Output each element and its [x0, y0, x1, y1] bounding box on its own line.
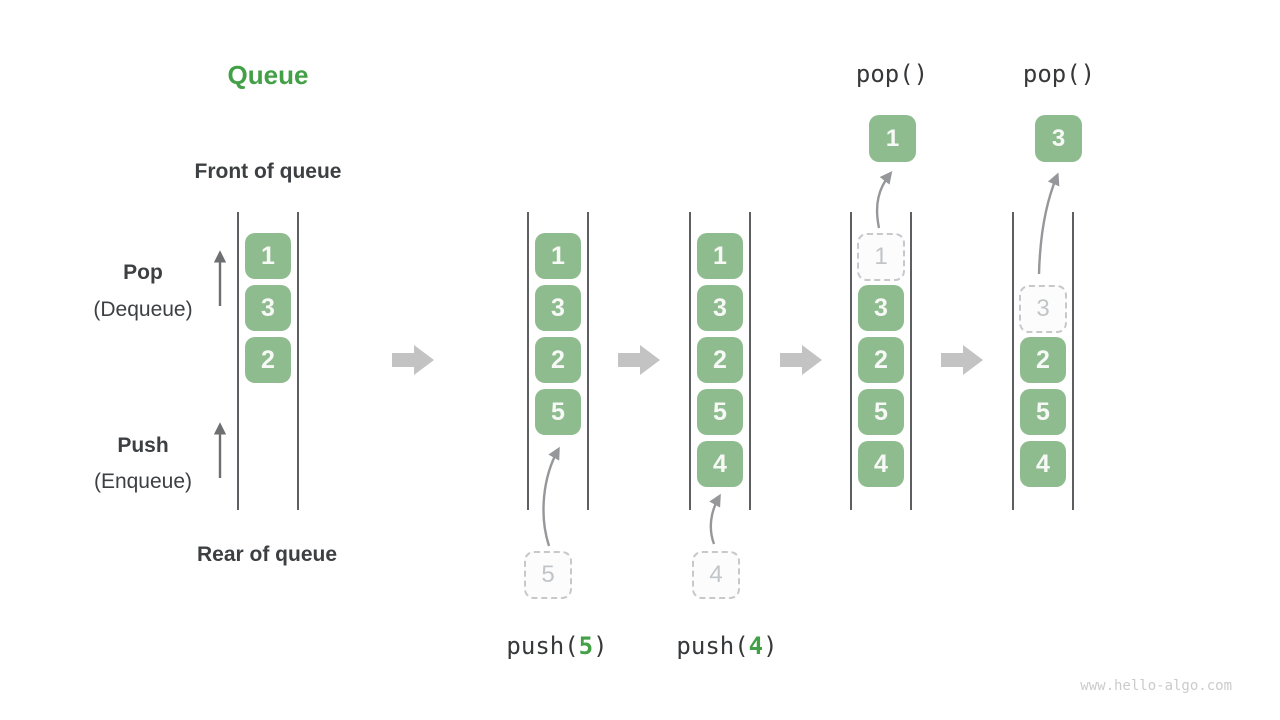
queue-item-box: 5: [697, 389, 743, 435]
dequeue-label: (Dequeue): [93, 298, 193, 321]
push-call-prefix: push(: [676, 632, 749, 660]
queue-item-box: 2: [1020, 337, 1066, 383]
queue-item-box: 4: [1020, 441, 1066, 487]
popped-slot-ghost-box: 1: [857, 233, 905, 281]
queue-wall: [297, 212, 299, 510]
rear-of-queue-label: Rear of queue: [196, 543, 338, 566]
queue-item-box: 5: [858, 389, 904, 435]
queue-item-box: 2: [697, 337, 743, 383]
staged-push-value-box: 4: [692, 551, 740, 599]
queue-item-box: 1: [697, 233, 743, 279]
diagram-title: Queue: [227, 60, 309, 90]
queue-item-box: 5: [1020, 389, 1066, 435]
pop-call-label: pop(): [1022, 60, 1096, 88]
queue-item-box: 2: [245, 337, 291, 383]
pop-3-curved-arrow-icon: [1037, 172, 1060, 275]
queue-item-box: 1: [535, 233, 581, 279]
pop-call-label: pop(): [855, 60, 929, 88]
push-call-label: push(5): [487, 632, 627, 660]
queue-wall: [689, 212, 691, 510]
queue-wall: [1012, 212, 1014, 510]
pop-label: Pop: [123, 261, 163, 284]
push-label: Push: [117, 434, 169, 457]
push-5-curved-arrow-icon: [542, 446, 560, 547]
popped-value-box: 1: [869, 115, 916, 162]
push-call-label: push(4): [657, 632, 797, 660]
popped-value-box: 3: [1035, 115, 1082, 162]
queue-wall: [749, 212, 751, 510]
staged-push-value-box: 5: [524, 551, 572, 599]
transition-block-arrow-icon: [941, 345, 983, 375]
queue-wall: [527, 212, 529, 510]
transition-block-arrow-icon: [618, 345, 660, 375]
queue-wall: [587, 212, 589, 510]
pop-1-curved-arrow-icon: [875, 171, 893, 229]
queue-item-box: 3: [245, 285, 291, 331]
queue-item-box: 3: [535, 285, 581, 331]
queue-item-box: 2: [535, 337, 581, 383]
popped-slot-ghost-box: 3: [1019, 285, 1067, 333]
push-4-curved-arrow-icon: [709, 493, 721, 545]
queue-wall: [850, 212, 852, 510]
push-call-suffix: ): [593, 632, 608, 660]
transition-block-arrow-icon: [392, 345, 434, 375]
push-call-suffix: ): [763, 632, 778, 660]
queue-item-box: 4: [697, 441, 743, 487]
push-call-arg: 5: [578, 632, 594, 660]
enqueue-label: (Enqueue): [93, 470, 193, 493]
queue-item-box: 5: [535, 389, 581, 435]
queue-item-box: 1: [245, 233, 291, 279]
queue-item-box: 3: [858, 285, 904, 331]
queue-wall: [1072, 212, 1074, 510]
queue-wall: [237, 212, 239, 510]
queue-wall: [910, 212, 912, 510]
queue-item-box: 4: [858, 441, 904, 487]
queue-item-box: 3: [697, 285, 743, 331]
push-call-arg: 4: [748, 632, 764, 660]
front-of-queue-label: Front of queue: [194, 160, 342, 183]
queue-item-box: 2: [858, 337, 904, 383]
transition-block-arrow-icon: [780, 345, 822, 375]
push-call-prefix: push(: [506, 632, 579, 660]
watermark: www.hello-algo.com: [1080, 678, 1232, 694]
